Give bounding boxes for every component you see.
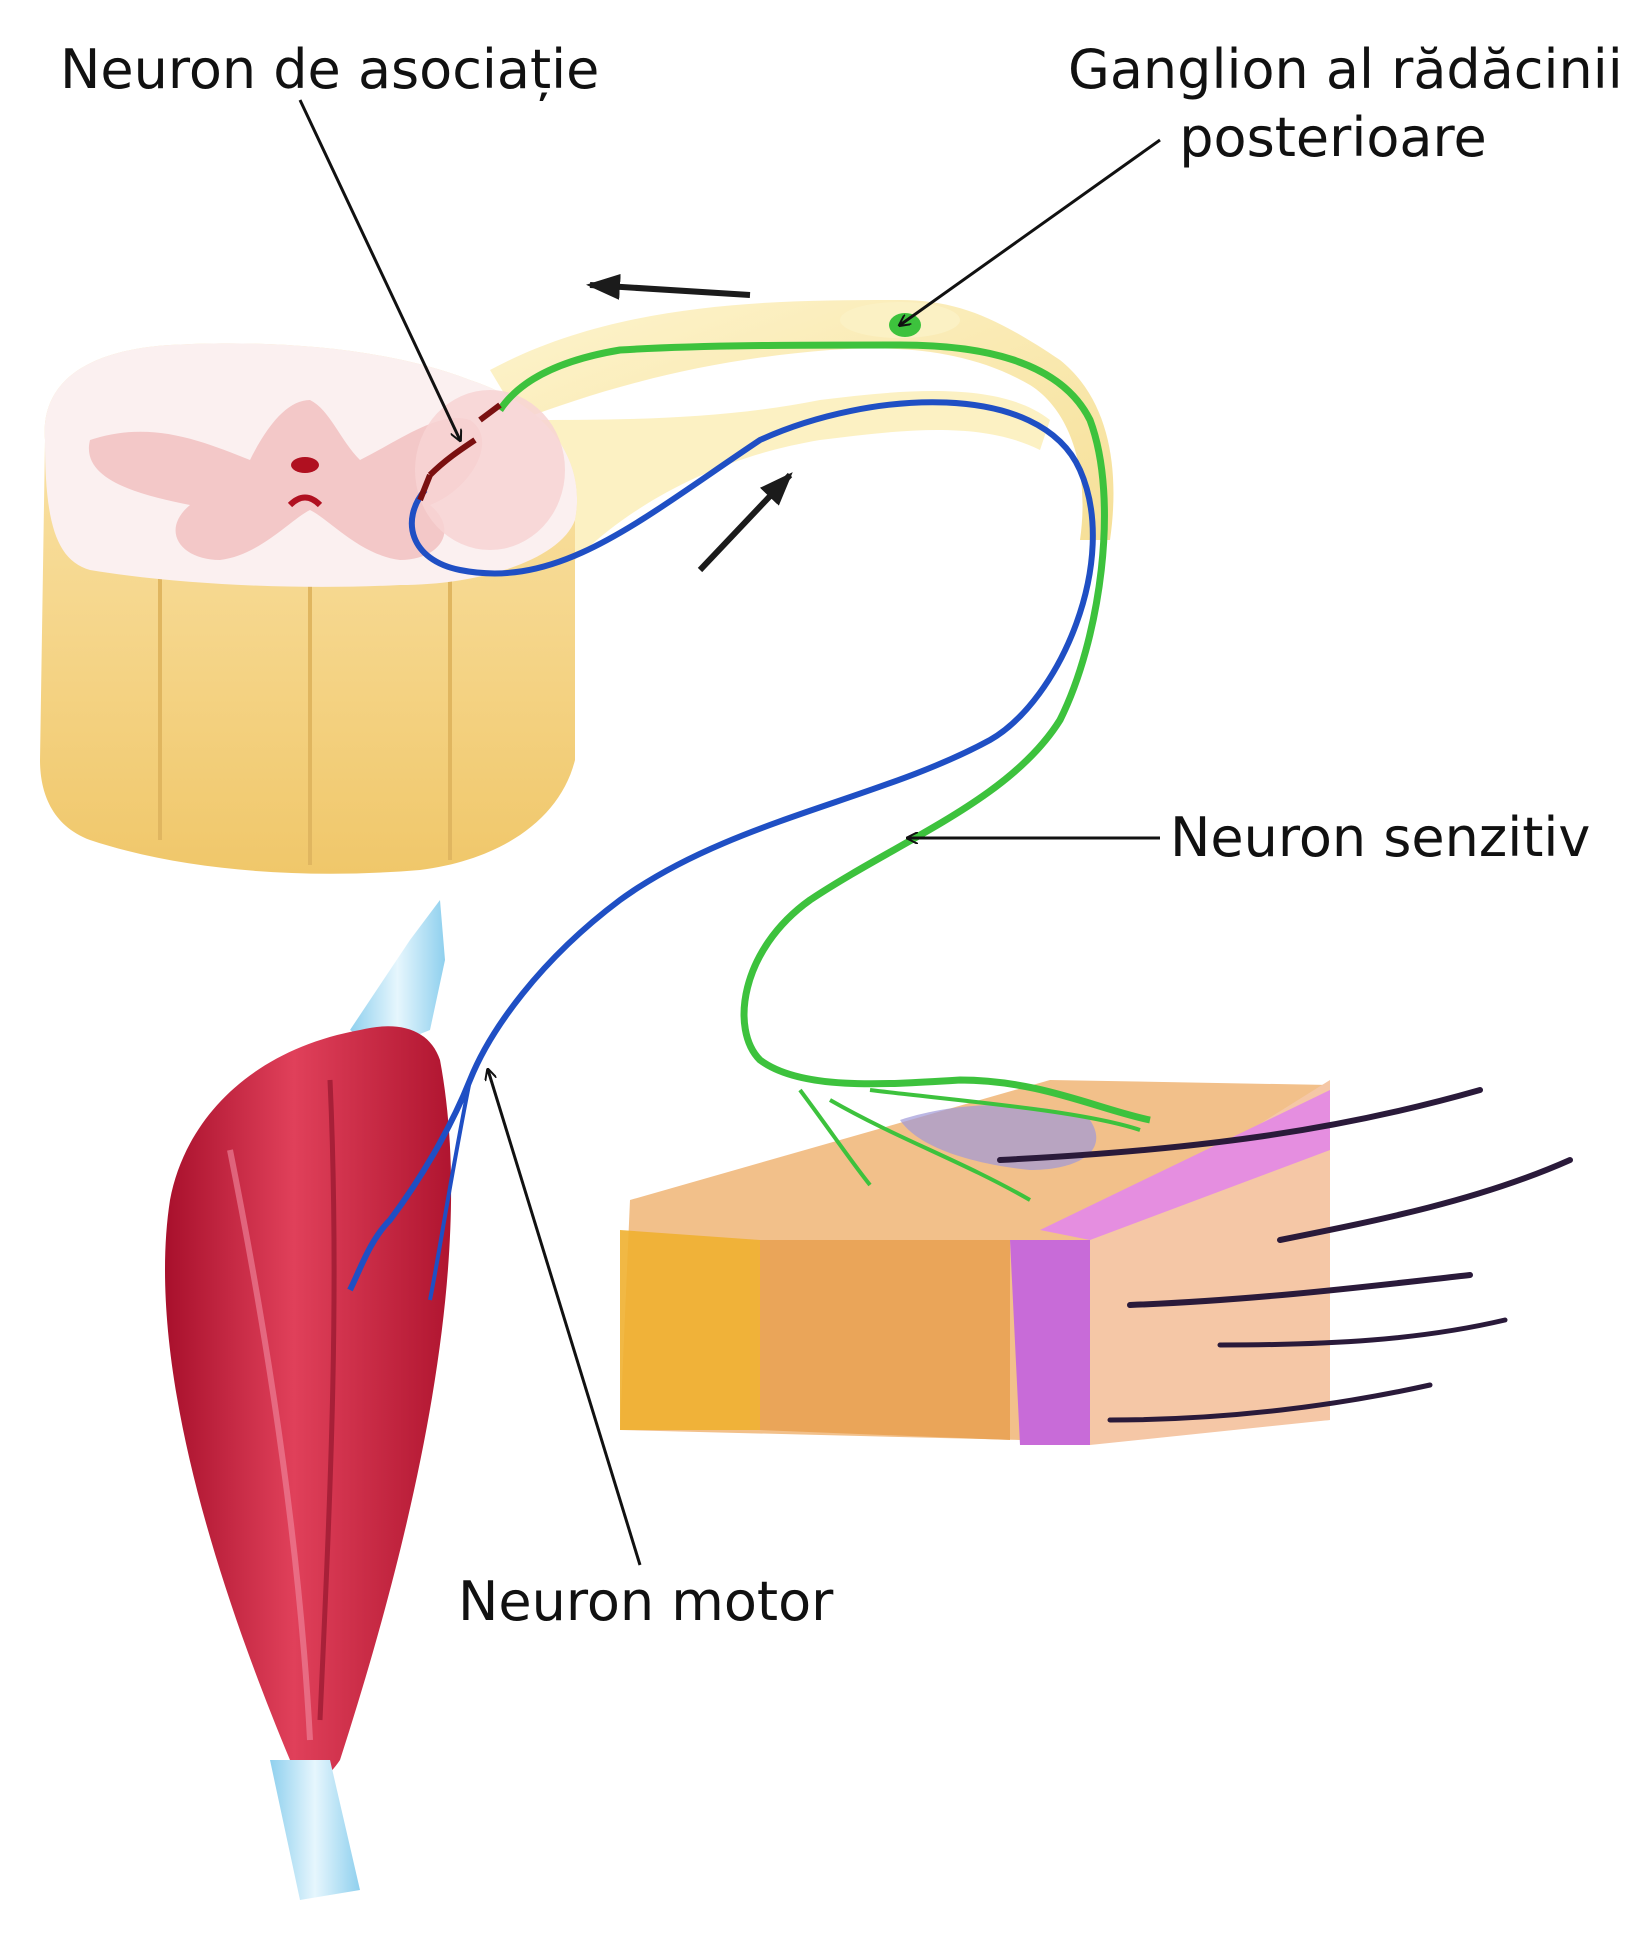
ganglion-label-line-2: posterioare — [1179, 105, 1487, 169]
leader-line-ganglion — [900, 138, 1161, 325]
motor-neuron-label: Neuron motor — [458, 1570, 834, 1633]
impulse-direction-arrow-middle — [697, 472, 793, 573]
skeletal-muscle — [165, 900, 452, 1900]
sensory-neuron-label: Neuron senzitiv — [1170, 806, 1591, 869]
leader-line-association-neuron — [298, 99, 460, 440]
sensory-neuron-branch-2 — [829, 1098, 1031, 1202]
leader-line-motor-neuron — [488, 1070, 642, 1566]
posterior-root-ganglion-label: Ganglion al rădăcinii posterioare — [1068, 36, 1623, 171]
association-neuron-label: Neuron de asociație — [60, 38, 600, 101]
association-neuron-path — [417, 402, 502, 502]
spinal-cord — [40, 343, 578, 874]
impulse-direction-arrow-top — [586, 273, 751, 300]
motor-neuron-path — [347, 399, 1096, 1292]
sensory-neuron-path — [497, 341, 1151, 1124]
skin-hairs — [997, 1087, 1573, 1423]
posterior-root-ganglion — [889, 313, 921, 337]
sensory-neuron-branch-1 — [798, 1088, 872, 1187]
skin-section — [620, 1080, 1330, 1445]
sensory-neuron-branch-3 — [869, 1088, 1141, 1132]
motor-neuron-terminal — [428, 1079, 472, 1301]
ganglion-label-line-1: Ganglion al rădăcinii — [1068, 38, 1623, 101]
